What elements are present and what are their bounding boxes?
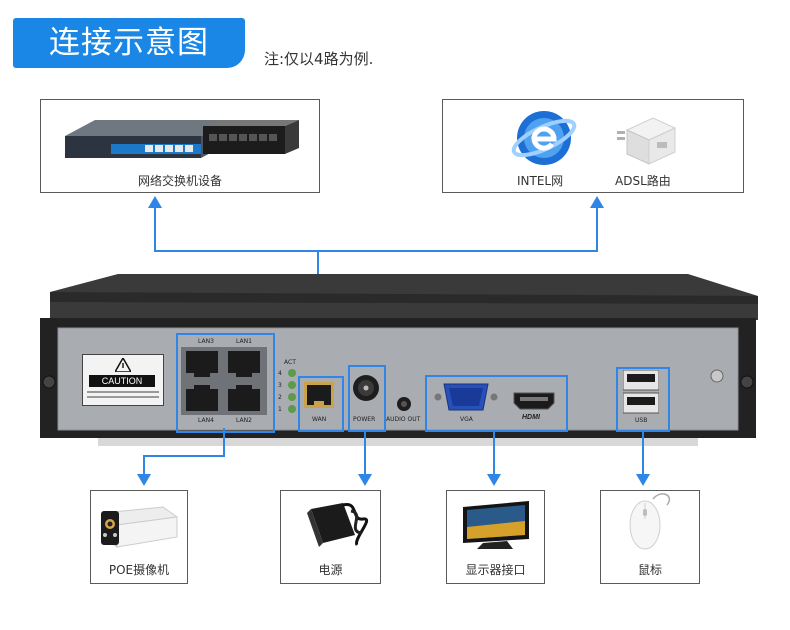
lan-ports-highlight	[176, 333, 275, 433]
lan1-label: LAN1	[236, 338, 252, 345]
arrow-up-icon	[148, 196, 162, 208]
arrow-up-icon	[590, 196, 604, 208]
act-number-2: 2	[278, 394, 282, 401]
act-number-1: 1	[278, 406, 282, 413]
lan3-label: LAN3	[198, 338, 214, 345]
wan-port-icon	[304, 382, 334, 408]
video-ports-highlight	[425, 375, 568, 432]
hdmi-port-icon	[513, 392, 555, 410]
vga-port-icon	[434, 383, 498, 411]
power-adapter-icon	[307, 503, 369, 547]
connector-line-internet-vertical	[596, 205, 598, 251]
wan-label: WAN	[312, 416, 327, 423]
arrow-down-icon	[636, 474, 650, 486]
lan-port-icon	[181, 347, 267, 415]
connector-line-camera-down	[143, 455, 145, 475]
act-number-4: 4	[278, 370, 282, 377]
page-title: 连接示意图	[13, 18, 245, 68]
connector-line-power	[364, 430, 366, 476]
nvr-recorder: CAUTION LAN3 LAN1 LAN4 LAN2 ACT 4 3 2 1 …	[38, 274, 760, 460]
connector-line-camera	[223, 428, 225, 456]
mouse-label: 鼠标	[637, 563, 662, 577]
arrow-down-icon	[487, 474, 501, 486]
poe-camera-icon	[101, 506, 179, 549]
wan-port-highlight	[298, 376, 344, 432]
power-adapter-box: 电源	[280, 490, 381, 584]
audio-out-label: AUDIO OUT	[386, 416, 421, 423]
camera-device-box: POE摄像机	[90, 490, 188, 584]
act-label: ACT	[284, 359, 296, 366]
led-indicator-icon	[288, 369, 296, 413]
connector-line-display	[493, 430, 495, 476]
audio-jack-icon	[397, 397, 411, 411]
usb-label: USB	[635, 417, 648, 424]
lan2-label: LAN2	[236, 417, 252, 424]
caution-label: CAUTION	[82, 354, 164, 406]
warning-icon	[115, 358, 131, 372]
caution-text: CAUTION	[89, 375, 155, 387]
camera-label: POE摄像机	[108, 563, 170, 577]
adsl-label: ADSL路由	[615, 174, 671, 188]
mouse-device-box: 鼠标	[600, 490, 700, 584]
connector-line-camera-h	[143, 455, 225, 457]
usb-port-icon	[623, 370, 659, 414]
mouse-icon	[629, 493, 671, 550]
hdmi-label: HDMI	[522, 414, 540, 421]
switch-label: 网络交换机设备	[137, 174, 222, 188]
monitor-icon	[463, 501, 529, 549]
act-number-3: 3	[278, 382, 282, 389]
switch-device-box: 网络交换机设备	[40, 99, 320, 193]
power-port-highlight	[348, 365, 386, 432]
connector-line-top-horizontal	[154, 250, 598, 252]
adsl-router-icon	[617, 117, 677, 165]
internet-globe-icon	[511, 111, 577, 165]
display-device-box: 显示器接口	[446, 490, 545, 584]
power-jack-icon	[353, 375, 379, 401]
lan4-label: LAN4	[198, 417, 214, 424]
arrow-down-icon	[137, 474, 151, 486]
connector-line-mouse	[642, 430, 644, 476]
note-text: 注:仅以4路为例.	[264, 50, 374, 68]
power-label: POWER	[353, 416, 376, 423]
power-adapter-label: 电源	[318, 563, 343, 577]
intel-label: INTEL网	[517, 174, 564, 188]
vga-label: VGA	[460, 416, 473, 423]
arrow-down-icon	[358, 474, 372, 486]
display-label: 显示器接口	[465, 563, 526, 577]
internet-device-box: INTEL网 ADSL路由	[442, 99, 744, 193]
connector-line-switch-vertical	[154, 205, 156, 251]
network-switch-icon	[65, 120, 299, 158]
